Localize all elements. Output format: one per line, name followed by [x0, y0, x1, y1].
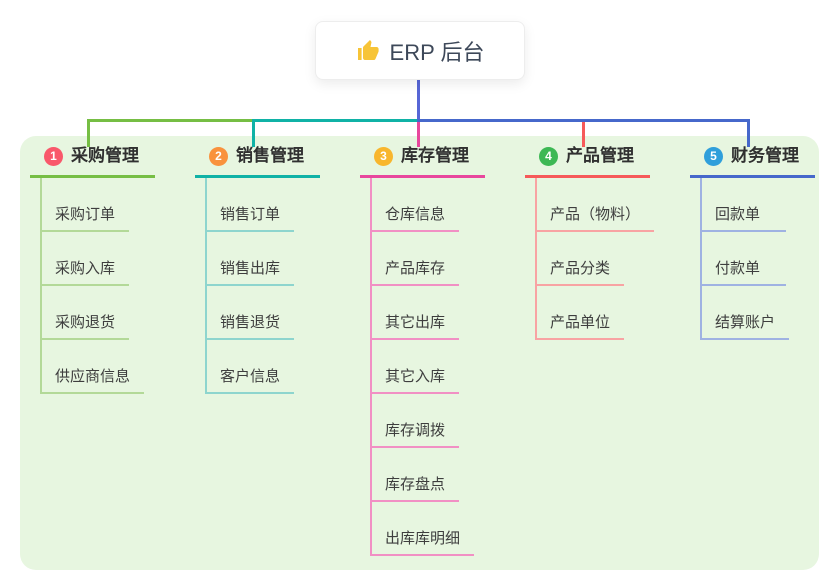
mindmap-child-node[interactable]: 仓库信息 [370, 178, 460, 232]
branch-title: 采购管理 [71, 146, 139, 165]
branch-number-badge: 2 [209, 146, 228, 166]
branch-number-badge: 3 [374, 146, 393, 166]
connector-line [417, 119, 420, 147]
mindmap-child-node[interactable]: 采购入库 [40, 232, 130, 286]
branch-title: 产品管理 [566, 146, 634, 165]
connector-line [417, 78, 420, 122]
root-title: ERP 后台 [389, 39, 485, 65]
mindmap-child-node[interactable]: 产品库存 [370, 232, 460, 286]
thumbs-up-icon [356, 39, 380, 63]
branch-5: 5 财务管理回款单付款单结算账户 [690, 144, 815, 340]
branch-2: 2 销售管理销售订单销售出库销售退货客户信息 [195, 144, 320, 394]
branch-number-badge: 1 [44, 146, 63, 166]
branch-number-badge: 5 [704, 146, 723, 166]
connector-line [417, 119, 750, 122]
mindmap-child-node[interactable]: 供应商信息 [40, 340, 145, 394]
mindmap-child-node[interactable]: 库存盘点 [370, 448, 460, 502]
branch-title: 库存管理 [401, 146, 469, 165]
branch-children: 仓库信息产品库存其它出库其它入库库存调拨库存盘点出库库明细 [370, 178, 485, 556]
mindmap-child-node[interactable]: 库存调拨 [370, 394, 460, 448]
mindmap-child-node[interactable]: 销售退货 [205, 286, 295, 340]
branch-header[interactable]: 4 产品管理 [525, 144, 650, 178]
mindmap-child-node[interactable]: 客户信息 [205, 340, 295, 394]
branch-children: 采购订单采购入库采购退货供应商信息 [40, 178, 155, 394]
branch-title: 销售管理 [236, 146, 304, 165]
branch-trunk-line [370, 178, 372, 556]
connector-line [252, 119, 255, 147]
mindmap-child-node[interactable]: 采购退货 [40, 286, 130, 340]
branch-trunk-line [40, 178, 42, 394]
connector-line [582, 119, 585, 147]
branch-trunk-line [700, 178, 702, 340]
mindmap-child-node[interactable]: 产品单位 [535, 286, 625, 340]
branch-children: 回款单付款单结算账户 [700, 178, 815, 340]
connector-line [87, 119, 252, 122]
branch-3: 3 库存管理仓库信息产品库存其它出库其它入库库存调拨库存盘点出库库明细 [360, 144, 485, 556]
mindmap-child-node[interactable]: 出库库明细 [370, 502, 475, 556]
mindmap-child-node[interactable]: 采购订单 [40, 178, 130, 232]
branch-trunk-line [535, 178, 537, 340]
mindmap-child-node[interactable]: 销售订单 [205, 178, 295, 232]
root-node[interactable]: ERP 后台 [315, 21, 525, 80]
mindmap-child-node[interactable]: 回款单 [700, 178, 786, 232]
branch-children: 产品（物料）产品分类产品单位 [535, 178, 655, 340]
branch-header[interactable]: 2 销售管理 [195, 144, 320, 178]
mindmap-child-node[interactable]: 其它出库 [370, 286, 460, 340]
connector-line [87, 119, 90, 147]
branch-children: 销售订单销售出库销售退货客户信息 [205, 178, 320, 394]
mindmap-child-node[interactable]: 结算账户 [700, 286, 790, 340]
branch-trunk-line [205, 178, 207, 394]
branch-header[interactable]: 1 采购管理 [30, 144, 155, 178]
connector-line [747, 119, 750, 147]
branch-title: 财务管理 [731, 146, 799, 165]
branch-1: 1 采购管理采购订单采购入库采购退货供应商信息 [30, 144, 155, 394]
mindmap-child-node[interactable]: 产品（物料） [535, 178, 655, 232]
mindmap-child-node[interactable]: 付款单 [700, 232, 786, 286]
mindmap-child-node[interactable]: 其它入库 [370, 340, 460, 394]
branch-number-badge: 4 [539, 146, 558, 166]
mindmap-background-panel [20, 136, 819, 570]
branch-header[interactable]: 3 库存管理 [360, 144, 485, 178]
mindmap-child-node[interactable]: 销售出库 [205, 232, 295, 286]
mindmap-child-node[interactable]: 产品分类 [535, 232, 625, 286]
branch-header[interactable]: 5 财务管理 [690, 144, 815, 178]
branch-4: 4 产品管理产品（物料）产品分类产品单位 [525, 144, 655, 340]
connector-line [252, 119, 417, 122]
